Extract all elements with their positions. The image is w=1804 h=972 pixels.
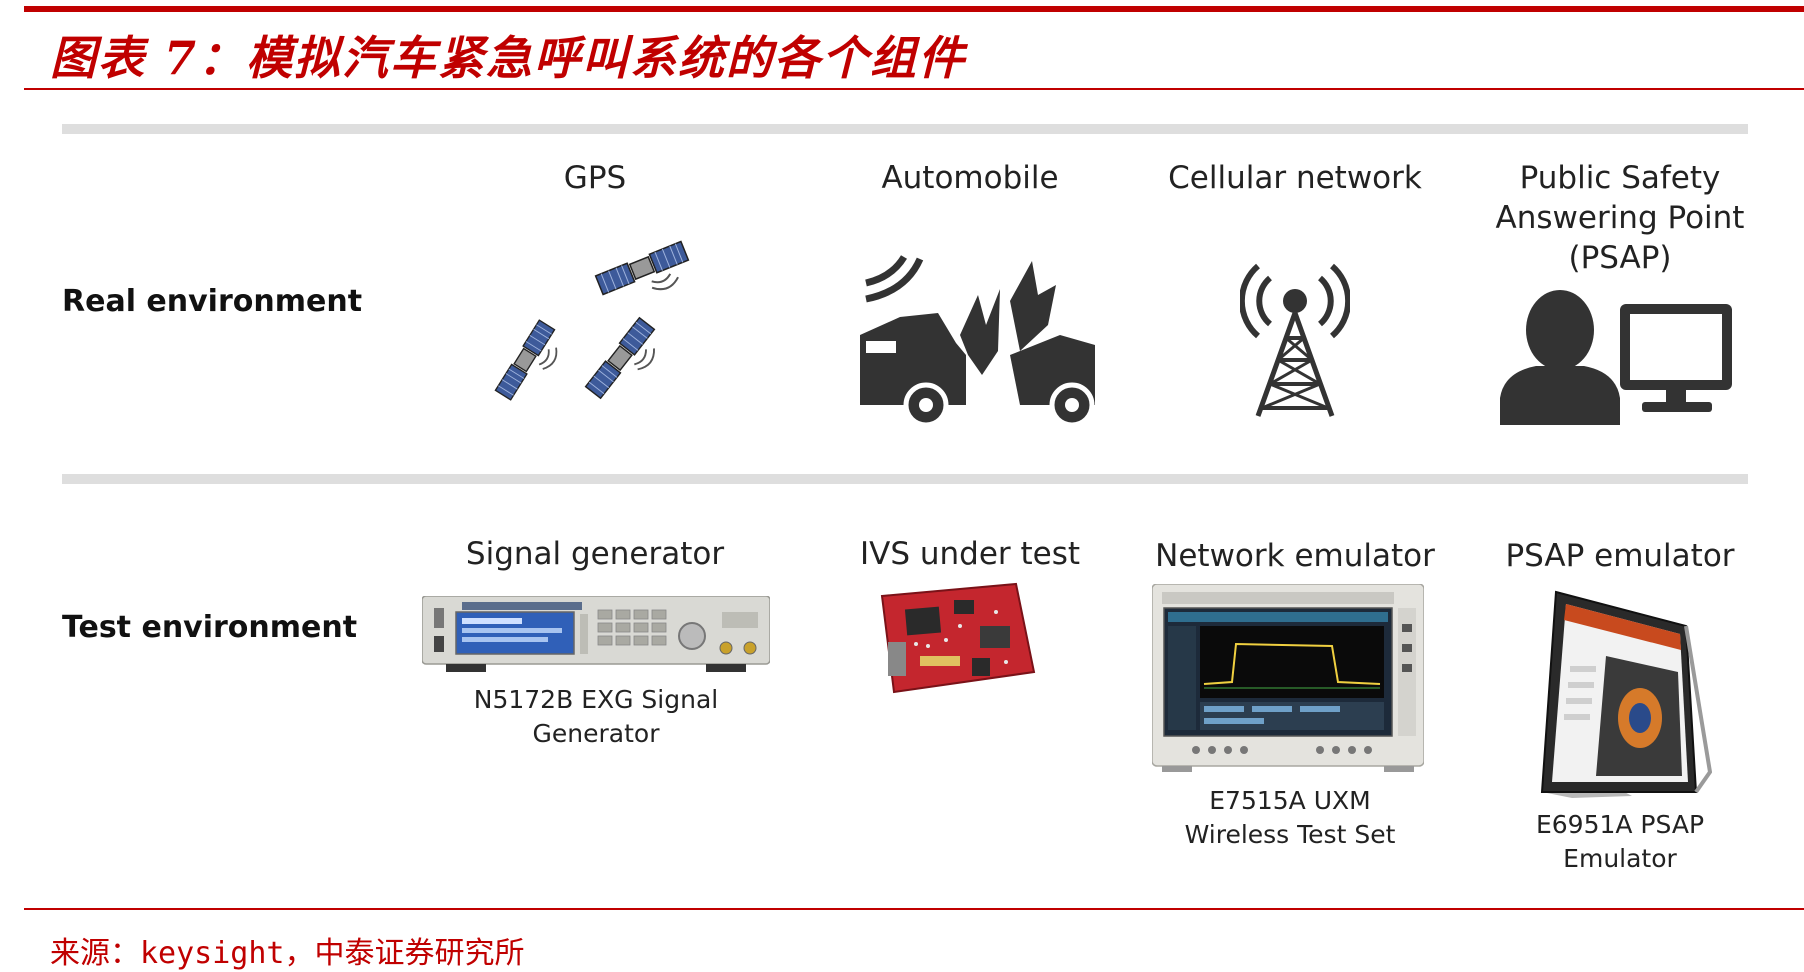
gps-label: GPS [563, 160, 627, 196]
psap-emulator-caption-line1: E6951A PSAP [1535, 810, 1705, 839]
psap-emulator-label: PSAP emulator [1505, 538, 1735, 574]
title-rule [24, 88, 1804, 90]
section-band-test [62, 474, 1748, 484]
top-rule [24, 6, 1804, 12]
car-crash-icon [860, 255, 1095, 425]
row-label-real: Real environment [62, 284, 363, 319]
cellular-network-label: Cellular network [1168, 160, 1422, 196]
row-label-test: Test environment [62, 610, 358, 645]
signal-generator-caption: N5172B EXG Signal Generator [473, 685, 719, 748]
psap-emulator-tablet-image [1540, 590, 1712, 798]
ivs-label: IVS under test [859, 536, 1081, 572]
figure-title: 图表 7：模拟汽车紧急呼叫系统的各个组件 [50, 31, 967, 85]
network-emulator-caption-line1: E7515A UXM [1209, 786, 1371, 815]
psap-label-line2: Answering Point [1495, 200, 1745, 236]
network-emulator-label: Network emulator [1155, 538, 1435, 574]
psap-label: Public Safety Answering Point (PSAP) [1470, 158, 1770, 278]
satellites-icon [494, 240, 697, 410]
source-note: 来源：keysight，中泰证券研究所 [50, 936, 525, 971]
signal-generator-label: Signal generator [465, 536, 725, 572]
network-emulator-caption-line2: Wireless Test Set [1184, 820, 1396, 849]
psap-label-line3: (PSAP) [1568, 240, 1672, 276]
network-emulator-image [1152, 584, 1424, 772]
section-band-real [62, 124, 1748, 134]
cell-tower-icon [1240, 263, 1350, 417]
psap-emulator-caption-line2: Emulator [1563, 844, 1677, 873]
bottom-rule [24, 908, 1804, 910]
automobile-label: Automobile [881, 160, 1059, 196]
signal-generator-image [422, 596, 770, 672]
psap-emulator-caption: E6951A PSAP Emulator [1480, 808, 1760, 876]
ivs-board-image [880, 582, 1036, 694]
network-emulator-caption: E7515A UXM Wireless Test Set [1130, 784, 1450, 852]
psap-label-line1: Public Safety [1519, 160, 1721, 196]
psap-operator-icon [1500, 290, 1732, 425]
